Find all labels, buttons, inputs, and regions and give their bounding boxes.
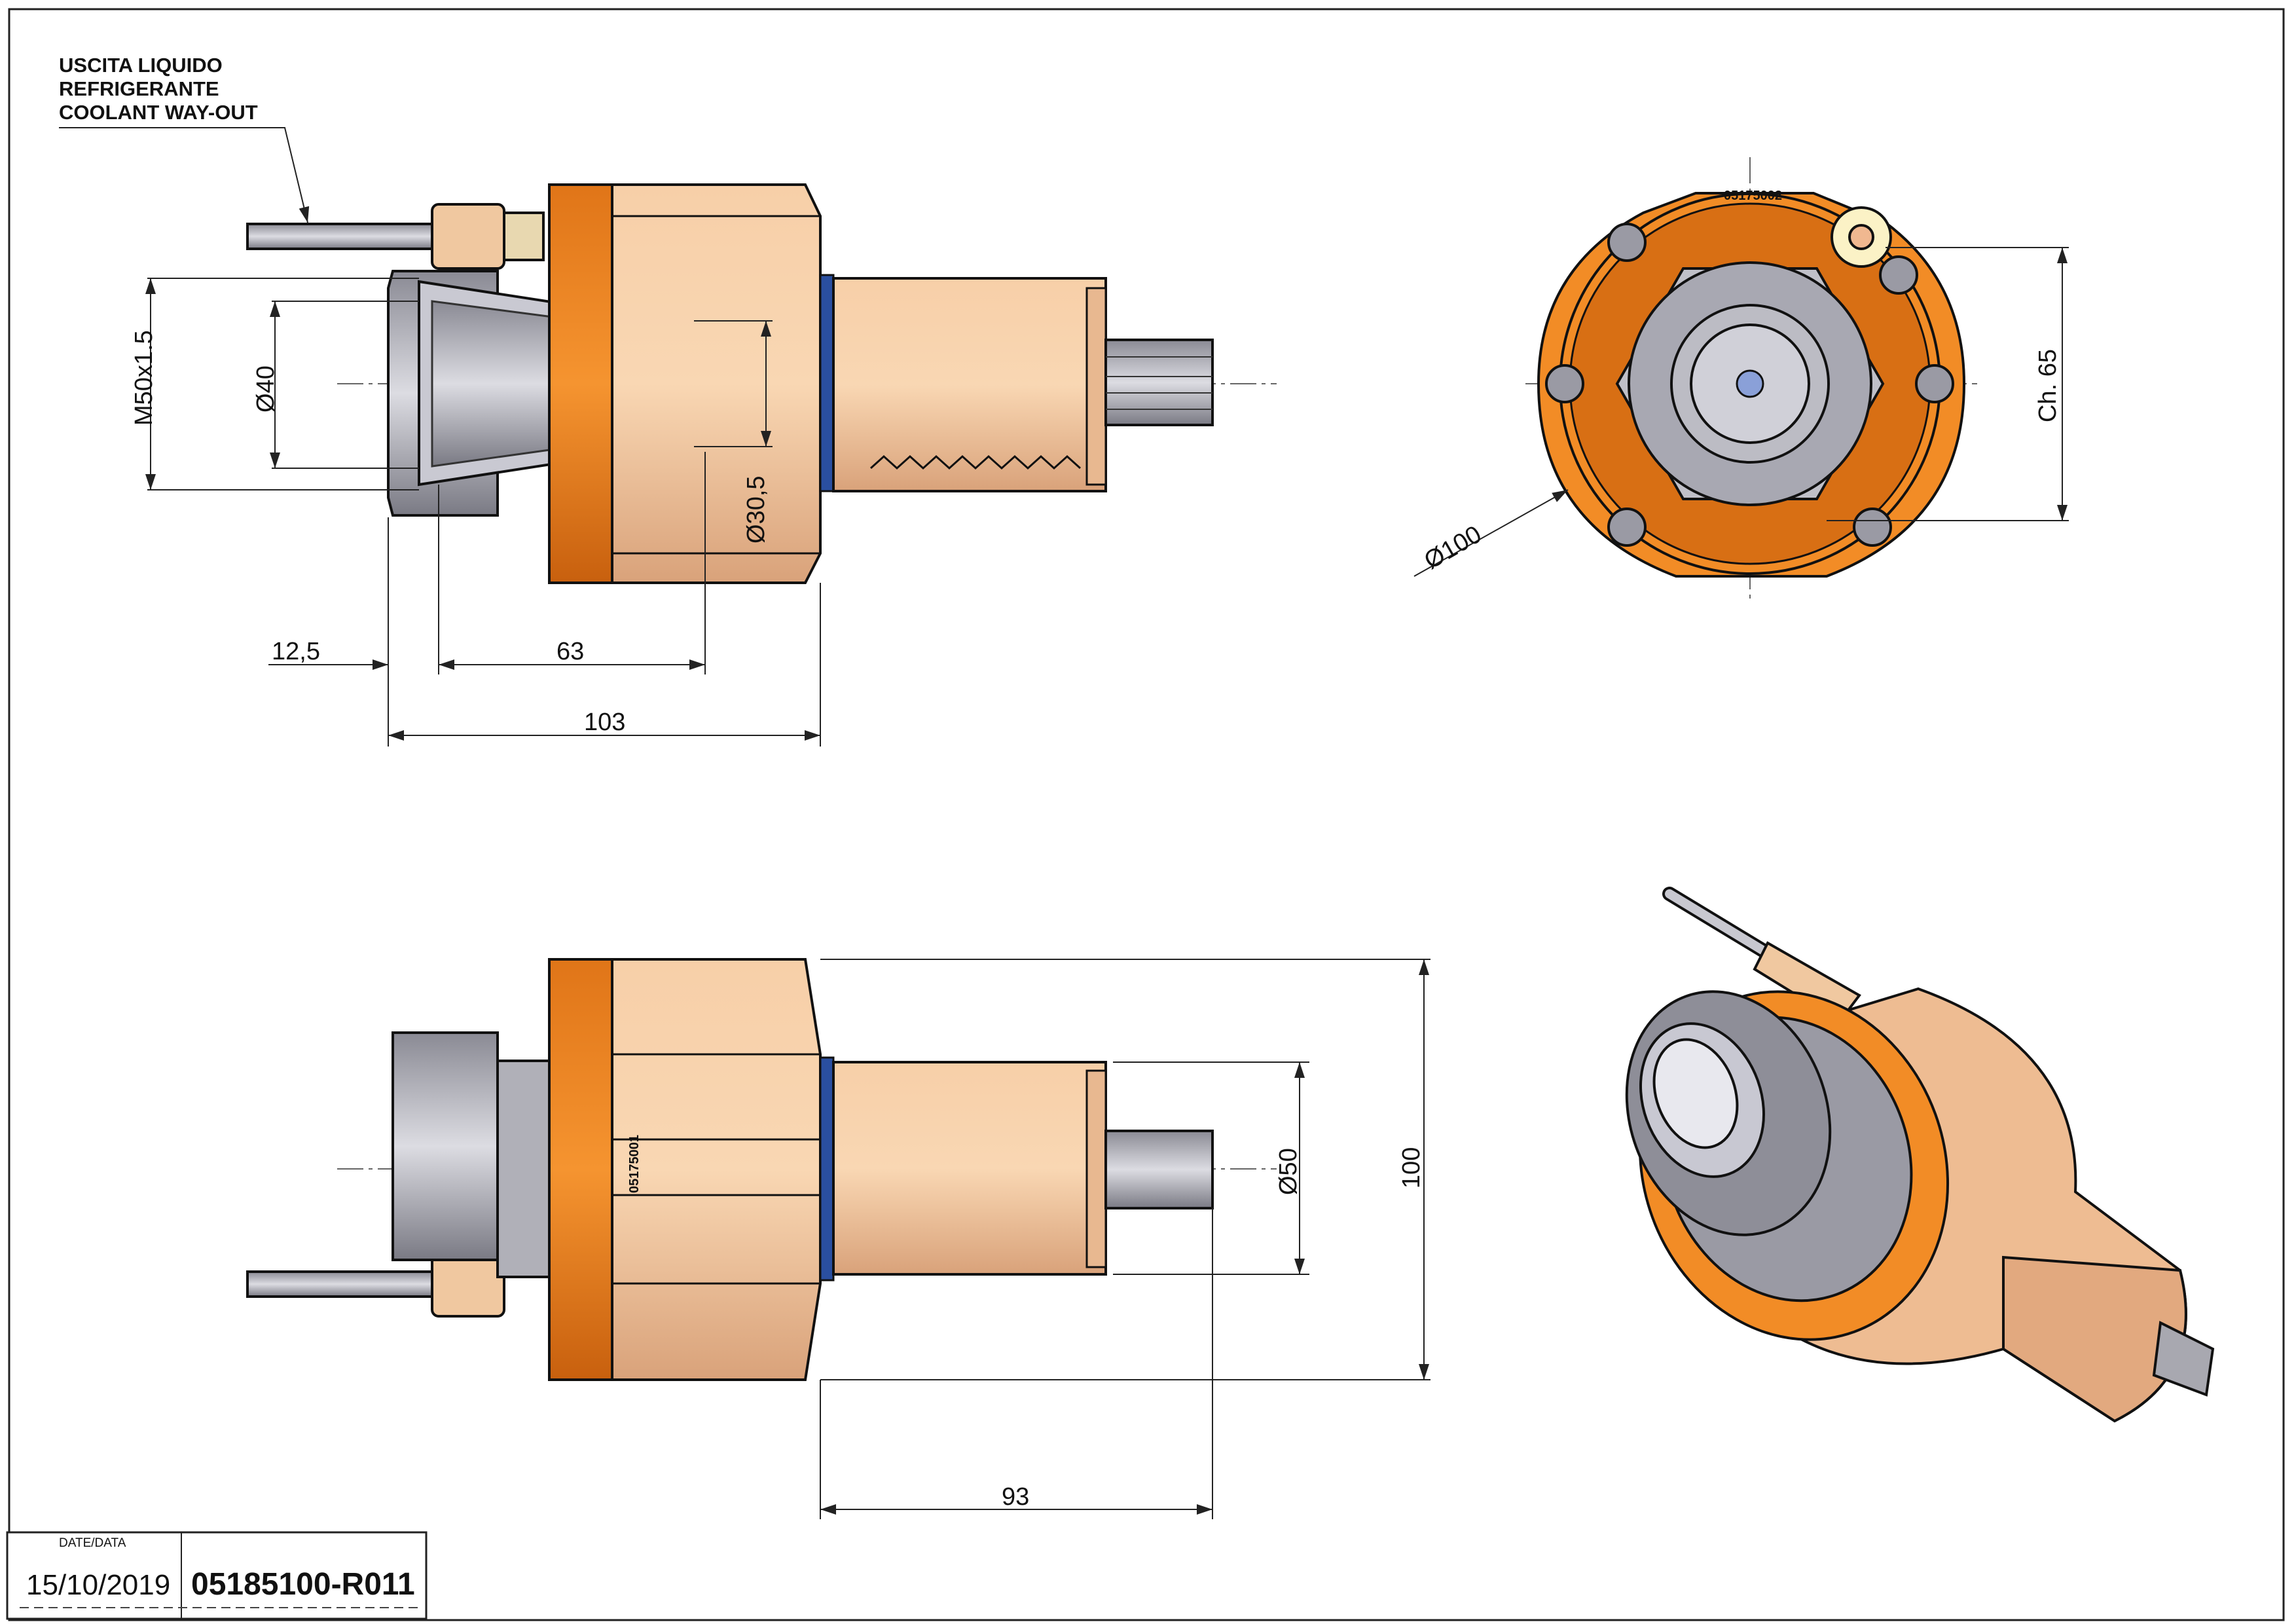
dim-103: 103 bbox=[584, 709, 625, 736]
shaft bbox=[832, 277, 1107, 492]
isometric-view bbox=[1625, 887, 2215, 1423]
side-view: 05175001 Ø50 100 93 bbox=[246, 958, 1430, 1519]
dim-height-100: 100 bbox=[1398, 1147, 1425, 1189]
body-side bbox=[611, 958, 822, 1381]
dim-thread: M50x1.5 bbox=[130, 330, 158, 426]
dim-hex-65: Ch. 65 bbox=[2034, 349, 2062, 422]
flange bbox=[548, 183, 613, 584]
top-view: USCITA LIQUIDO REFRIGERANTE COOLANT WAY-… bbox=[59, 54, 1277, 747]
coolant-fitting bbox=[431, 203, 505, 270]
dim-12-5: 12,5 bbox=[272, 638, 320, 665]
dim-93: 93 bbox=[1002, 1483, 1029, 1511]
dim-dia-100: Ø100 bbox=[1420, 521, 1487, 575]
part-mark-side: 05175001 bbox=[627, 1135, 642, 1193]
callout-line-2: REFRIGERANTE bbox=[59, 77, 219, 100]
dim-dia-30-5: Ø30,5 bbox=[742, 475, 770, 544]
title-block: DATE/DATA 15/10/2019 05185100-R011 bbox=[6, 1531, 428, 1620]
date-label: DATE/DATA bbox=[59, 1536, 126, 1550]
coolant-pipe bbox=[246, 223, 445, 250]
drawing-number: 05185100-R011 bbox=[191, 1567, 415, 1602]
front-view: 05175002 Ch. 65 Ø100 bbox=[1413, 157, 2069, 602]
part-mark-front: 05175002 bbox=[1724, 189, 1782, 203]
dim-dia-40: Ø40 bbox=[252, 365, 280, 413]
spline bbox=[1104, 339, 1214, 426]
callout-line-1: USCITA LIQUIDO bbox=[59, 54, 223, 77]
dim-63: 63 bbox=[556, 638, 584, 665]
collet-nut-side bbox=[392, 1031, 499, 1261]
date-value: 15/10/2019 bbox=[26, 1569, 170, 1601]
sheet-border bbox=[8, 8, 2285, 1621]
body bbox=[611, 183, 822, 584]
callout-line-3: COOLANT WAY-OUT bbox=[59, 101, 258, 124]
dim-dia-50: Ø50 bbox=[1275, 1148, 1302, 1195]
bolt-heads bbox=[1545, 223, 1954, 547]
